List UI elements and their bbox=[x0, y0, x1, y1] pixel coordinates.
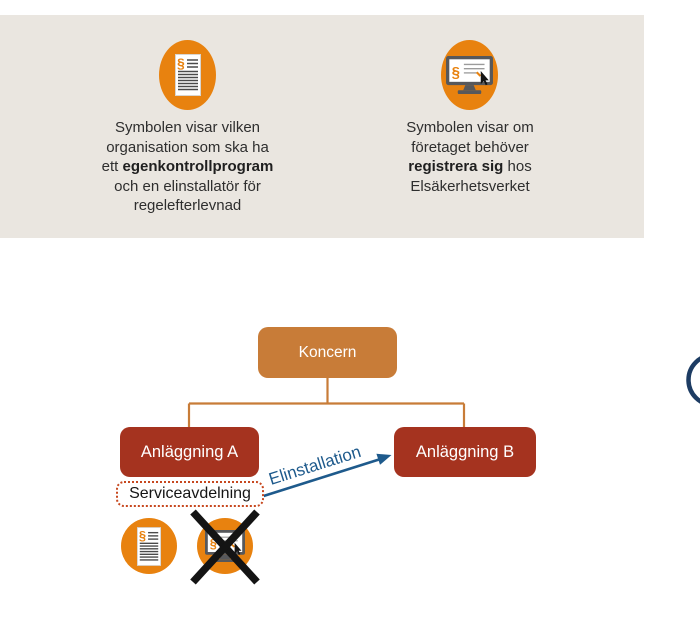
document-paragraph-glyph: § bbox=[137, 526, 161, 566]
svg-text:§: § bbox=[139, 528, 146, 543]
elinstallation-arrow-head bbox=[376, 453, 392, 465]
legend-text-registrera: Symbolen visar om företaget behöver regi… bbox=[345, 118, 595, 196]
legend-line: Elsäkerhetsverket bbox=[410, 177, 530, 195]
svg-text:§: § bbox=[210, 536, 217, 551]
document-paragraph-icon: § bbox=[159, 40, 216, 110]
monitor-registration-glyph: § bbox=[446, 55, 493, 94]
legend-line: hos bbox=[503, 158, 532, 175]
document-paragraph-icon: § bbox=[121, 518, 177, 574]
partial-ring-icon bbox=[686, 356, 700, 404]
elinstallation-arrow-line bbox=[261, 458, 380, 498]
monitor-registration-icon: § bbox=[441, 40, 498, 110]
cross-out-x-icon bbox=[190, 509, 260, 585]
legend-line: ett bbox=[101, 158, 123, 175]
org-box-anlaggning-a: Anläggning A bbox=[120, 427, 259, 477]
org-box-koncern: Koncern bbox=[258, 327, 397, 378]
legend-line: företaget behöver bbox=[411, 138, 529, 156]
document-paragraph-glyph: § bbox=[174, 54, 201, 96]
org-box-anlaggning-b: Anläggning B bbox=[394, 427, 536, 477]
legend-line-bold: egenkontrollprogram bbox=[122, 158, 274, 175]
elinstallation-arrow-label: Elinstallation bbox=[266, 442, 363, 489]
legend-line: och en elinstallatör för bbox=[114, 177, 261, 195]
svg-text:§: § bbox=[177, 55, 185, 71]
legend-line-bold: registrera sig bbox=[408, 158, 504, 175]
legend-line: regelefterlevnad bbox=[133, 197, 242, 214]
legend-line: organisation som ska ha bbox=[106, 138, 269, 156]
org-box-serviceavdelning: Serviceavdelning bbox=[116, 481, 264, 507]
legend-text-egenkontrollprogram: Symbolen visar vilken organisation som s… bbox=[60, 118, 315, 216]
svg-text:§: § bbox=[452, 64, 460, 81]
legend-line: Symbolen visar om bbox=[406, 119, 534, 136]
legend-banner bbox=[0, 15, 644, 238]
legend-line: Symbolen visar vilken bbox=[114, 119, 261, 136]
org-connector-lines bbox=[187, 378, 466, 427]
